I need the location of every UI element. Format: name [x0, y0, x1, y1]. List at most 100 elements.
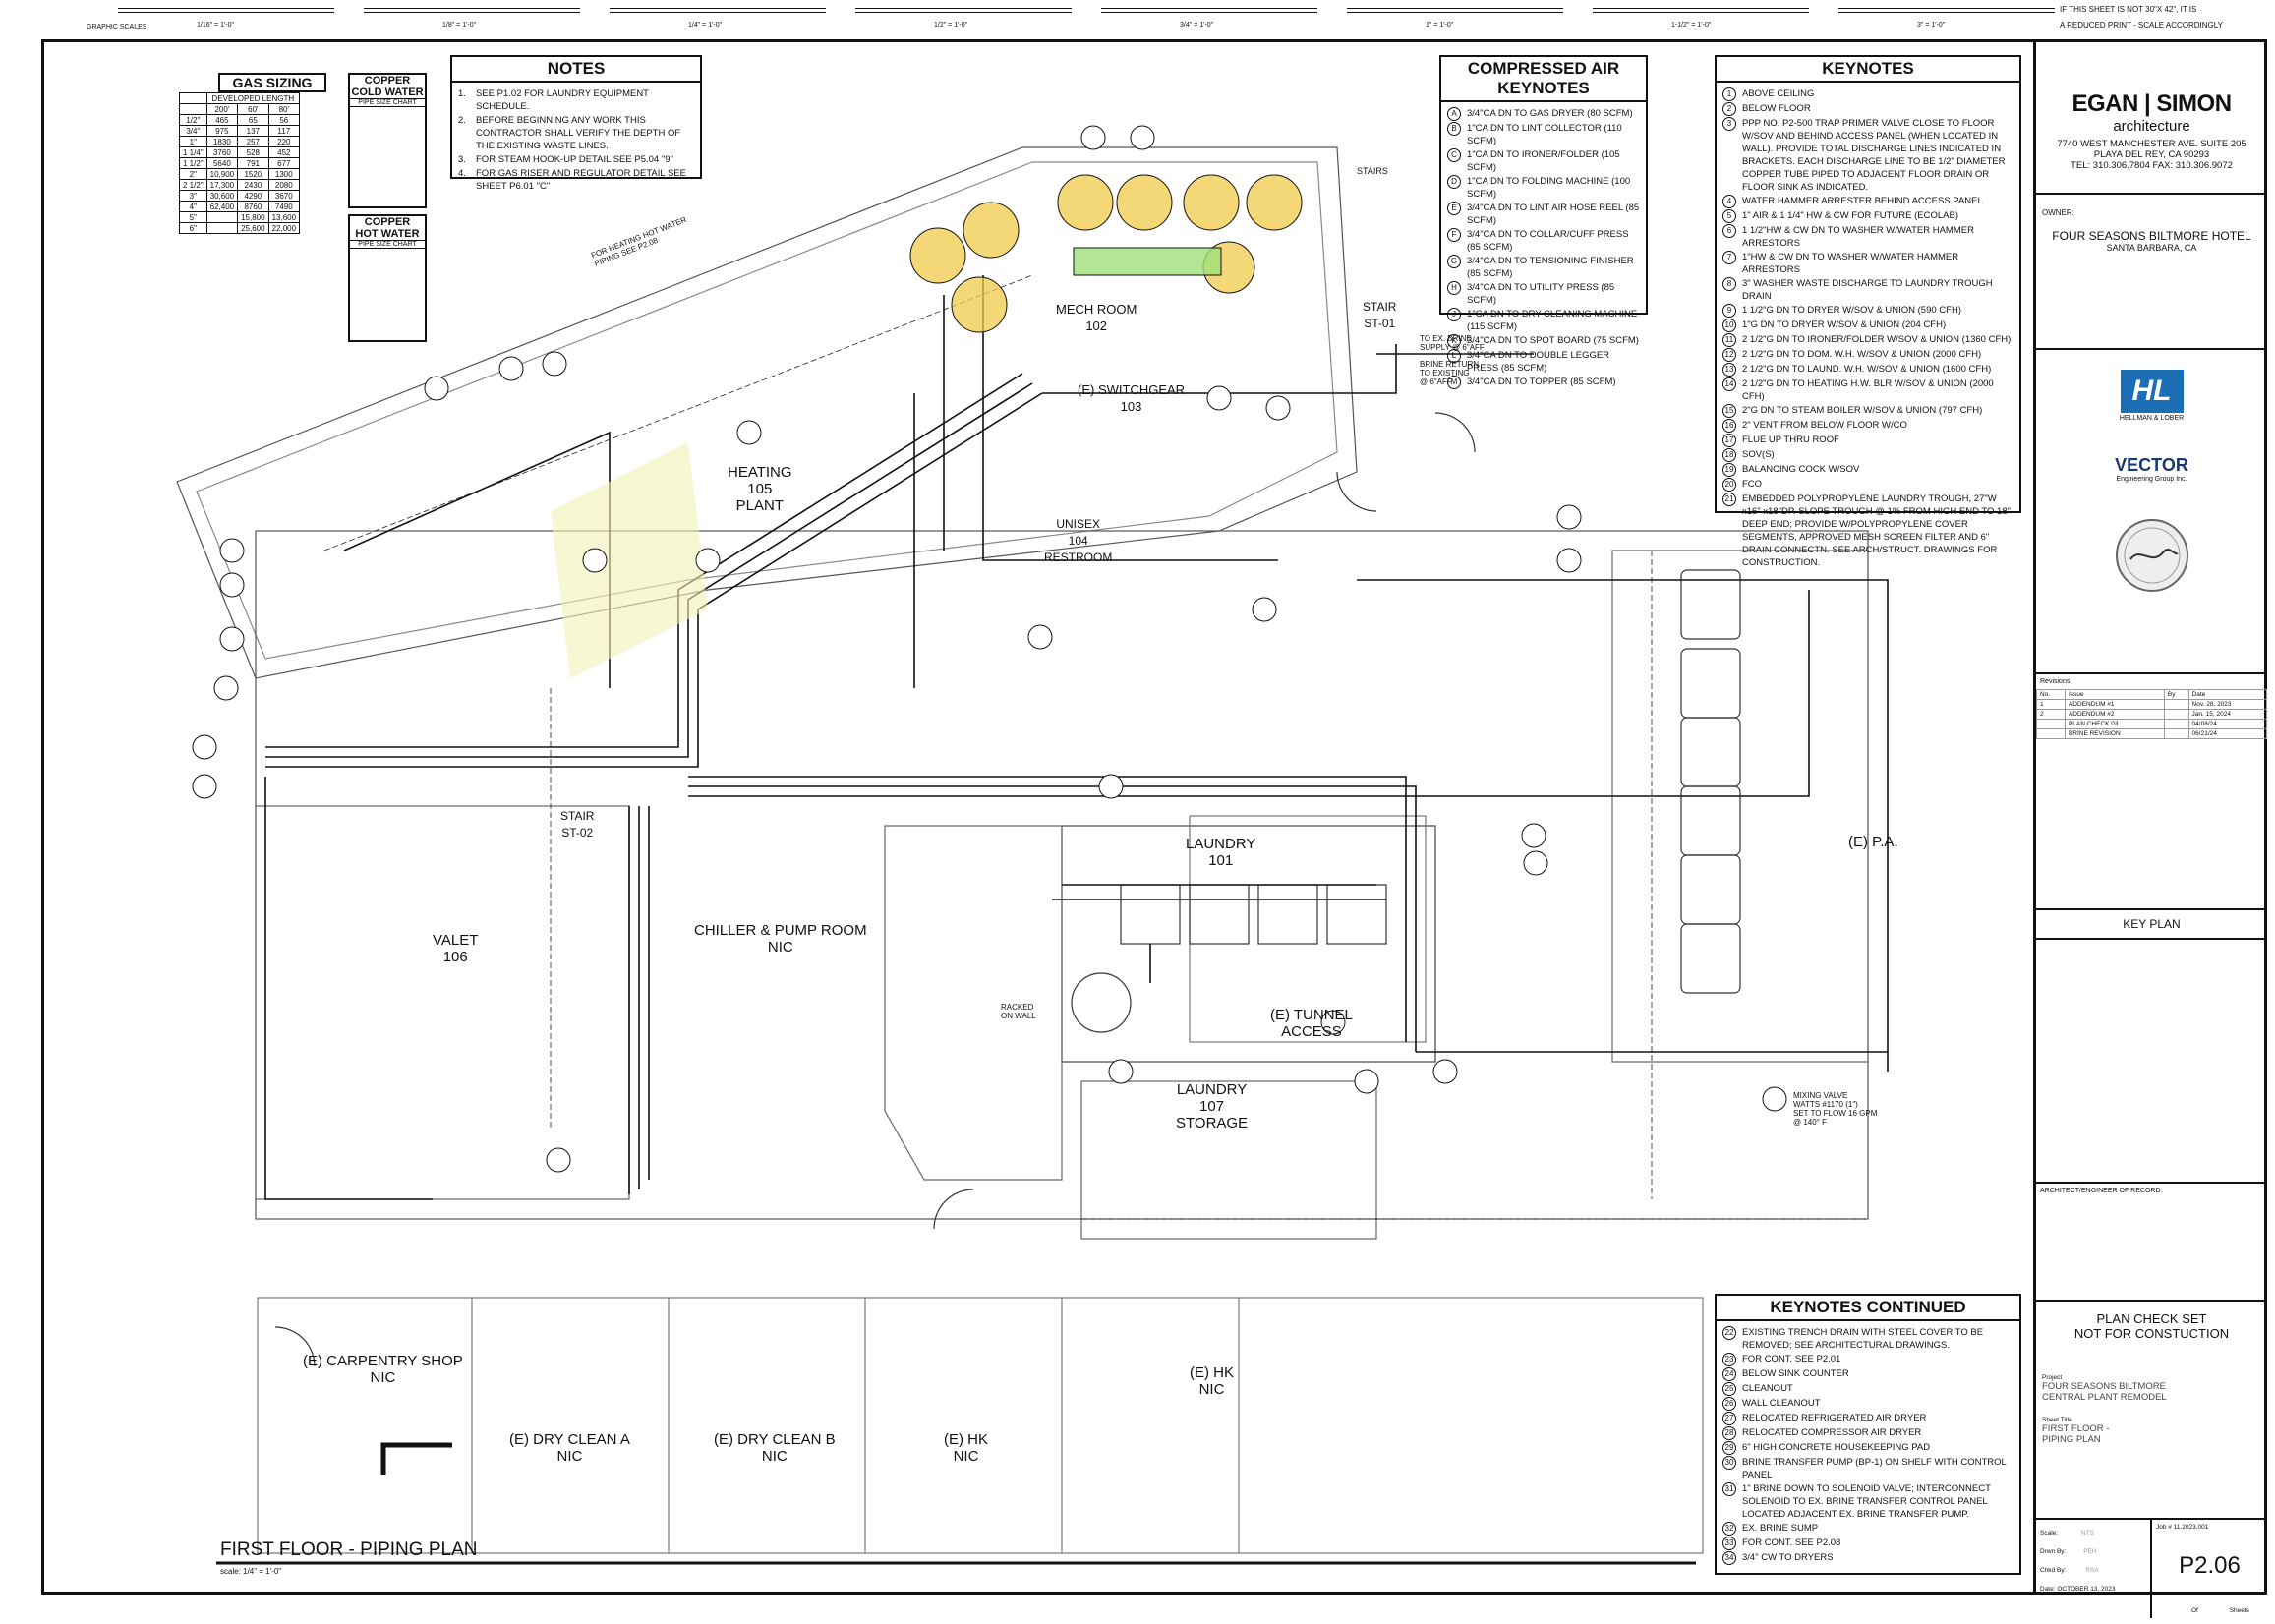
- note-number: 4.: [458, 168, 466, 179]
- keynote-text: 1"CA DN TO LINT COLLECTOR (110 SCFM): [1467, 123, 1622, 146]
- copper-cold-subtitle: COLD WATER: [350, 87, 425, 99]
- room-mech-room: MECH ROOM 102: [1056, 302, 1138, 333]
- date-row: Date: OCTOBER 13, 2023: [2040, 1580, 2146, 1598]
- graphic-scale-label: 1/16" = 1'-0": [197, 22, 235, 29]
- keynote-text: 1 1/2"G DN TO DRYER W/SOV & UNION (590 C…: [1742, 305, 1961, 316]
- gas-sizing-cell: 7490: [267, 201, 301, 212]
- drawn-value: PEH: [2083, 1548, 2097, 1555]
- graphic-scale-bar: [1593, 8, 1809, 13]
- revision-cell: [2163, 728, 2189, 739]
- gas-sizing-cell: [205, 211, 239, 223]
- job-label: Job #: [2156, 1524, 2172, 1531]
- keynote-item: 27 RELOCATED REFRIGERATED AIR DRYER: [1717, 1411, 2019, 1425]
- keynote-text: 3/4"CA DN TO LINT AIR HOSE REEL (85 SCFM…: [1467, 203, 1640, 226]
- graphic-scale-bar: [1838, 8, 2055, 13]
- keynote-text: 3/4" CW TO DRYERS: [1742, 1552, 1834, 1563]
- keynote-text: 1"CA DN TO DRY CLEANING MACHINE (115 SCF…: [1467, 309, 1638, 332]
- keynote-text: 6" HIGH CONCRETE HOUSEKEEPING PAD: [1742, 1442, 1931, 1453]
- gas-sizing-cell: 10,900: [205, 168, 239, 180]
- keynote-marker: 27: [1722, 1412, 1736, 1425]
- gas-sizing-cell: 2430: [237, 179, 269, 191]
- keynote-marker: 18: [1722, 448, 1736, 462]
- copper-hot-water-chart: COPPER HOT WATER PIPE SIZE CHART: [348, 214, 427, 342]
- compressed-air-title: COMPRESSED AIR KEYNOTES: [1441, 57, 1646, 102]
- keynote-marker: 28: [1722, 1426, 1736, 1440]
- keynote-marker: 1: [1722, 87, 1736, 101]
- keynote-text: BRINE TRANSFER PUMP (BP-1) ON SHELF WITH…: [1742, 1457, 2007, 1480]
- gas-sizing-col-header: 200': [205, 103, 239, 115]
- copper-hot-pipe-chart: PIPE SIZE CHART: [350, 241, 425, 249]
- copper-cold-title: COPPER: [364, 75, 411, 87]
- project-name: FOUR SEASONS BILTMORE CENTRAL PLANT REMO…: [2042, 1381, 2167, 1403]
- revision-cell: [2163, 719, 2189, 729]
- gas-sizing-cell: 25,600: [237, 222, 269, 234]
- hellman-lober-name: HELLMAN & LOBER: [2119, 415, 2185, 422]
- keynote-text: RELOCATED REFRIGERATED AIR DRYER: [1742, 1413, 1927, 1423]
- gas-sizing-cell: 13,600: [267, 211, 301, 223]
- keynote-marker: 2: [1722, 102, 1736, 116]
- graphic-scale-label: 1/4" = 1'-0": [688, 22, 723, 29]
- gas-sizing-cell: 137: [237, 125, 269, 137]
- gas-sizing-cell: 1/2": [179, 114, 207, 126]
- keynote-text: 1"G DN TO DRYER W/SOV & UNION (204 CFH): [1742, 319, 1947, 330]
- keynote-text: WALL CLEANOUT: [1742, 1398, 1821, 1409]
- gas-sizing-cell: 2080: [267, 179, 301, 191]
- keynote-text: 3/4"CA DN TO TENSIONING FINISHER (85 SCF…: [1467, 256, 1634, 279]
- room-laundry-storage: LAUNDRY 107 STORAGE: [1176, 1081, 1249, 1131]
- graphic-scale-label: 1-1/2" = 1'-0": [1671, 22, 1712, 29]
- sheets-label: Sheets: [2229, 1607, 2249, 1614]
- keynote-text: 1" AIR & 1 1/4" HW & CW FOR FUTURE (ECOL…: [1742, 210, 1958, 221]
- keynote-marker: 22: [1722, 1326, 1736, 1340]
- revision-cell: PLAN CHECK 03: [2064, 719, 2165, 729]
- keynote-marker: 13: [1722, 363, 1736, 377]
- gas-sizing-cell: 6": [179, 222, 207, 234]
- keynote-text: 3/4"CA DN TO SPOT BOARD (75 SCFM): [1467, 335, 1639, 346]
- gas-sizing-cell: 117: [267, 125, 301, 137]
- room-tunnel-access: (E) TUNNEL ACCESS: [1270, 1007, 1353, 1040]
- gas-sizing-cell: 975: [205, 125, 239, 137]
- keynote-marker: 4: [1722, 195, 1736, 208]
- keynote-marker: 12: [1722, 348, 1736, 362]
- notes-list: 1.SEE P1.02 FOR LAUNDRY EQUIPMENT SCHEDU…: [452, 83, 700, 193]
- owner-city: SANTA BARBARA, CA: [2106, 243, 2197, 253]
- mixing-valve-note: MIXING VALVE WATTS #1170 (1") SET TO FLO…: [1793, 1091, 1878, 1127]
- plan-check-note: PLAN CHECK SET NOT FOR CONSTUCTION: [2073, 1311, 2230, 1341]
- keynote-marker: 14: [1722, 377, 1736, 391]
- project-block: Project FOUR SEASONS BILTMORE CENTRAL PL…: [2036, 1374, 2267, 1520]
- note-number: 1.: [458, 88, 466, 99]
- keynote-text: WATER HAMMER ARRESTER BEHIND ACCESS PANE…: [1742, 196, 1983, 206]
- room-unisex-restroom: UNISEX 104 RESTROOM: [1044, 517, 1113, 564]
- keynote-marker: 25: [1722, 1382, 1736, 1396]
- keynote-text: CLEANOUT: [1742, 1383, 1793, 1394]
- room-hk-2: (E) HK NIC: [1190, 1364, 1234, 1398]
- job-row: Job # 11.2023.001: [2156, 1524, 2263, 1531]
- keynote-text: 3/4"CA DN TO DOUBLE LEGGER PRESS (85 SCF…: [1467, 350, 1610, 374]
- gas-sizing-corner: [179, 92, 207, 104]
- keynote-marker: H: [1447, 281, 1461, 295]
- date-value: OCTOBER 13, 2023: [2057, 1586, 2116, 1593]
- revision-cell: 04/08/24: [2188, 719, 2268, 729]
- gas-sizing-cell: 17,300: [205, 179, 239, 191]
- note-item: 3.FOR STEAM HOOK-UP DETAIL SEE P5.04 "9": [452, 152, 700, 166]
